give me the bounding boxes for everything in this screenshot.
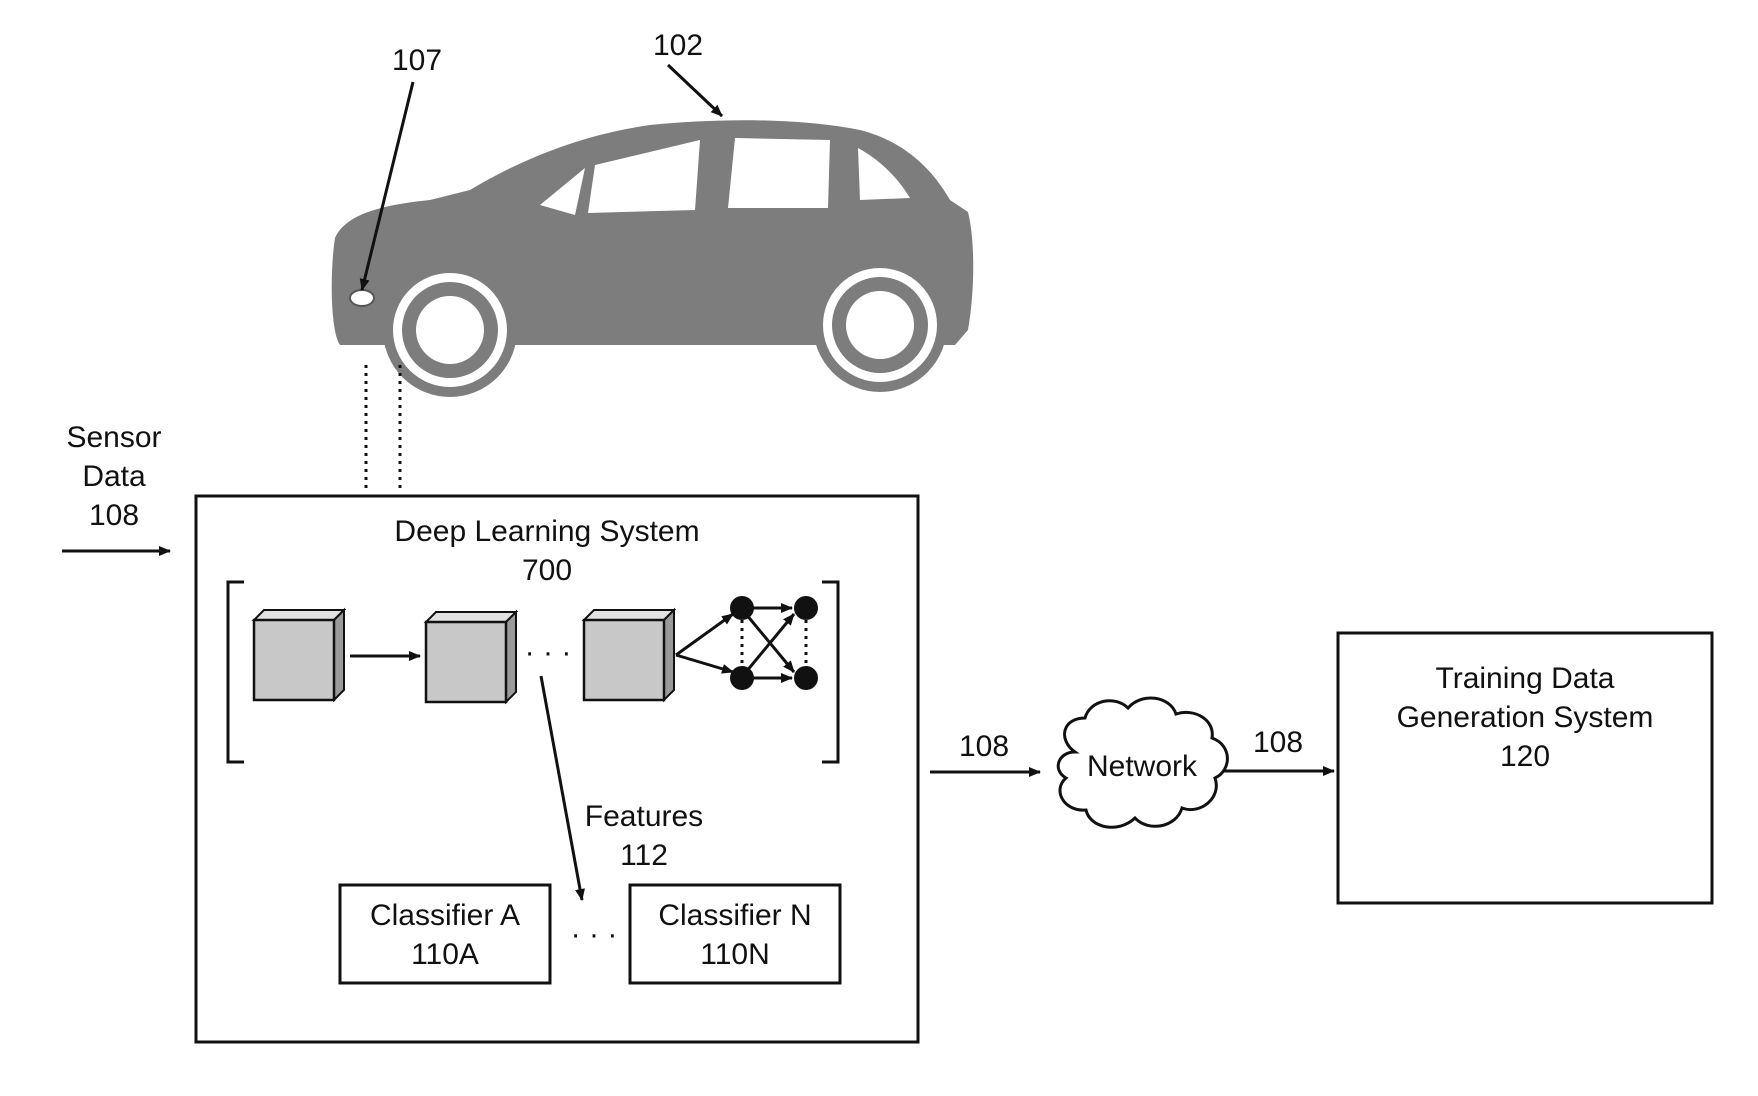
classifier-a-ref: 110A (411, 938, 479, 971)
dls-title: Deep Learning System (394, 515, 699, 548)
cube-ellipsis: · · · (525, 636, 572, 669)
dls-ref: 700 (522, 554, 572, 587)
sensor-data-line1: Sensor (66, 421, 161, 454)
training-line2: Generation System (1397, 701, 1654, 734)
features-label: Features (585, 800, 703, 833)
training-ref: 120 (1500, 740, 1550, 773)
training-line1: Training Data (1436, 662, 1615, 695)
neuron-node (794, 666, 818, 690)
rear-wheel (818, 263, 942, 387)
vehicle-ref-label: 102 (653, 29, 703, 62)
classifier-n-name: Classifier N (658, 899, 811, 932)
sensor-data-ref: 108 (89, 499, 139, 532)
to-training-ref: 108 (1253, 726, 1303, 759)
car-window-rear (728, 138, 830, 208)
sensor-data-line2: Data (82, 460, 146, 493)
vehicle-ref-arrow (668, 65, 722, 116)
neuron-node (730, 596, 754, 620)
neuron-node (794, 596, 818, 620)
layer-cube-2 (426, 612, 516, 702)
to-network-ref: 108 (959, 730, 1009, 763)
classifier-n-ref: 110N (700, 938, 770, 971)
classifier-ellipsis: · · · (571, 918, 618, 951)
neuron-node (730, 666, 754, 690)
layer-cube-3 (584, 610, 674, 700)
sensor-data-input: Sensor Data 108 (62, 421, 170, 551)
vehicle (332, 120, 974, 392)
features-ref: 112 (620, 839, 668, 872)
sensor-ref-label: 107 (392, 44, 442, 77)
classifier-a-name: Classifier A (370, 899, 520, 932)
front-wheel (388, 268, 512, 392)
network-label: Network (1087, 750, 1198, 783)
layer-cube-1 (254, 610, 344, 700)
sensor-107 (350, 290, 374, 306)
